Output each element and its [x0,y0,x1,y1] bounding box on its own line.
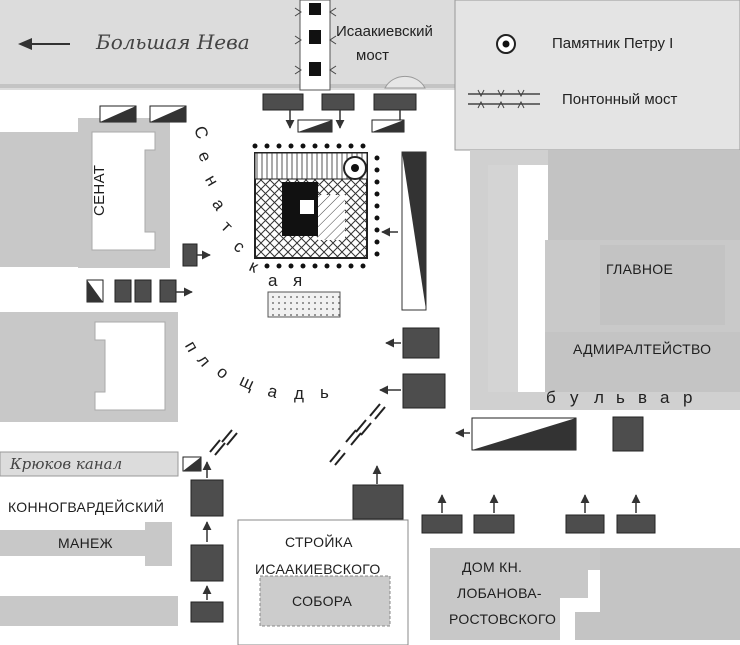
admiralty-building [470,150,740,410]
square-letter: а [268,271,278,290]
pontoon-bridge-icon [468,89,540,109]
isaakievsky-bridge [294,0,337,91]
boulevard-letter: а [660,388,670,407]
troop-cordon [252,143,380,269]
half-blocks-north [99,105,405,133]
boulevard-letter: р [683,388,693,407]
troop-arrows-east [379,338,470,438]
boulevard-letter: у [570,388,579,407]
square-letter: ь [320,383,329,402]
reserve-block [267,291,341,318]
troop-blocks-south [190,479,656,623]
troop-arrow-icon [202,461,641,600]
boulevard-letter: ь [616,388,625,407]
boulevard-letter: б [546,388,556,407]
cathedral-construction [237,519,409,645]
troop-blocks-west [114,243,198,303]
left-arrow-icon [18,38,70,50]
cathedral-label-line1: СТРОЙКА [285,534,353,550]
krukov-canal [0,451,179,477]
lobanov-label-line3: РОСТОВСКОГО [449,611,557,627]
river-label: Большая Нева [96,30,250,54]
lobanov-house [430,548,740,640]
square-letter: я [293,271,303,290]
legend-monument-label: Памятник Петру I [552,35,674,52]
embankment [0,84,455,88]
monument-area [254,152,368,259]
boulevard-letter: в [638,388,648,407]
bridge-label-line1: Исаакиевский [336,23,433,40]
admiralty-label-line1: ГЛАВНОЕ [606,261,674,277]
canal-label: Крюков канал [10,455,123,473]
square-letter: д [294,384,304,403]
half-blocks-west [86,250,211,303]
half-block-canal [182,456,202,472]
troop-column-east [381,151,427,311]
manege-building [0,490,178,626]
troop-blocks-north [262,93,417,111]
artillery-marks [209,403,386,466]
legend-pontoon-label: Понтонный мост [562,91,678,108]
manege-label-line1: КОННОГВАРДЕЙСКИЙ [8,499,165,515]
synod-building [0,312,178,422]
boulevard-letter: л [594,388,604,407]
legend-box [454,0,740,151]
half-block-boulevard [471,417,577,451]
lobanov-label-line2: ЛОБАНОВА- [457,585,542,601]
senate-building [0,118,170,268]
bridge-landing [384,75,426,89]
manege-label-line2: МАНЕЖ [58,535,113,551]
lobanov-label-line1: ДОМ КН. [462,559,523,575]
troop-blocks-east [402,327,644,452]
bridge-label-line2: мост [356,47,390,64]
cathedral-label-line3: СОБОРА [292,593,353,609]
cathedral-label-line2: ИСААКИЕВСКОГО [255,561,381,577]
monument-icon [496,34,516,54]
admiralty-label-line2: АДМИРАЛТЕЙСТВО [573,341,712,357]
senate-label: СЕНАТ [91,164,108,216]
